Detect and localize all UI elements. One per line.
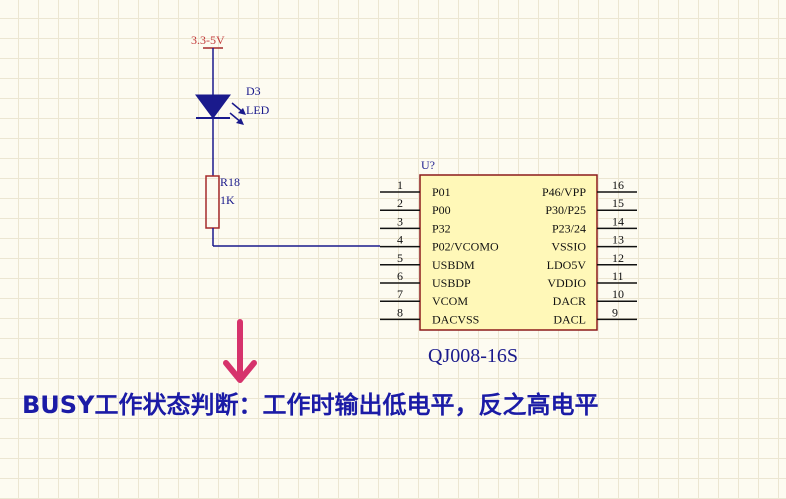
- pin-name: VCOM: [432, 294, 468, 308]
- led-value: LED: [246, 103, 270, 117]
- pin-number: 10: [612, 287, 624, 301]
- ic-right-pins: 16P46/VPP15P30/P2514P23/2413VSSIO12LDO5V…: [542, 178, 637, 326]
- pin-number: 9: [612, 305, 618, 319]
- resistor-value: 1K: [220, 193, 235, 207]
- pin-number: 8: [397, 305, 403, 319]
- pin-name: USBDP: [432, 276, 471, 290]
- ic-part-number: QJ008-16S: [428, 345, 518, 367]
- led-symbol: [195, 92, 246, 176]
- pin-name: P02/VCOMO: [432, 240, 499, 254]
- ic-ref: U?: [421, 158, 435, 172]
- pin-number: 15: [612, 196, 624, 210]
- pin-number: 2: [397, 196, 403, 210]
- pin-name: LDO5V: [547, 258, 587, 272]
- pin-number: 12: [612, 251, 624, 265]
- pin-number: 1: [397, 178, 403, 192]
- led-body-icon: [195, 94, 231, 119]
- pin-number: 4: [397, 233, 403, 247]
- busy-caption: BUSY工作状态判断：工作时输出低电平，反之高电平: [22, 391, 599, 419]
- pin-number: 13: [612, 233, 624, 247]
- led-ref: D3: [246, 84, 261, 98]
- resistor-ref: R18: [220, 175, 240, 189]
- pin-name: P30/P25: [545, 203, 586, 217]
- power-label: 3.3-5V: [191, 33, 225, 47]
- pin-number: 14: [612, 214, 624, 228]
- pin-name: P00: [432, 203, 451, 217]
- pin-number: 5: [397, 251, 403, 265]
- pin-name: DACR: [553, 294, 586, 308]
- pin-name: P01: [432, 185, 451, 199]
- down-arrow-icon: [223, 319, 257, 383]
- pin-name: P46/VPP: [542, 185, 586, 199]
- pin-name: VDDIO: [547, 276, 586, 290]
- resistor-body: [205, 175, 220, 229]
- pin-number: 6: [397, 269, 403, 283]
- pin-name: P23/24: [552, 221, 586, 235]
- pin-name: DACL: [553, 312, 586, 326]
- pin-number: 16: [612, 178, 624, 192]
- pin-name: VSSIO: [551, 240, 586, 254]
- pin-name: DACVSS: [432, 312, 479, 326]
- pin-name: P32: [432, 221, 451, 235]
- pin-name: USBDM: [432, 258, 475, 272]
- pin-number: 7: [397, 287, 403, 301]
- led-ray-1-arrow-icon: [238, 108, 246, 115]
- led-ray-2-arrow-icon: [236, 118, 244, 125]
- pin-number: 3: [397, 214, 403, 228]
- ic-body: [419, 174, 598, 331]
- pin-number: 11: [612, 269, 624, 283]
